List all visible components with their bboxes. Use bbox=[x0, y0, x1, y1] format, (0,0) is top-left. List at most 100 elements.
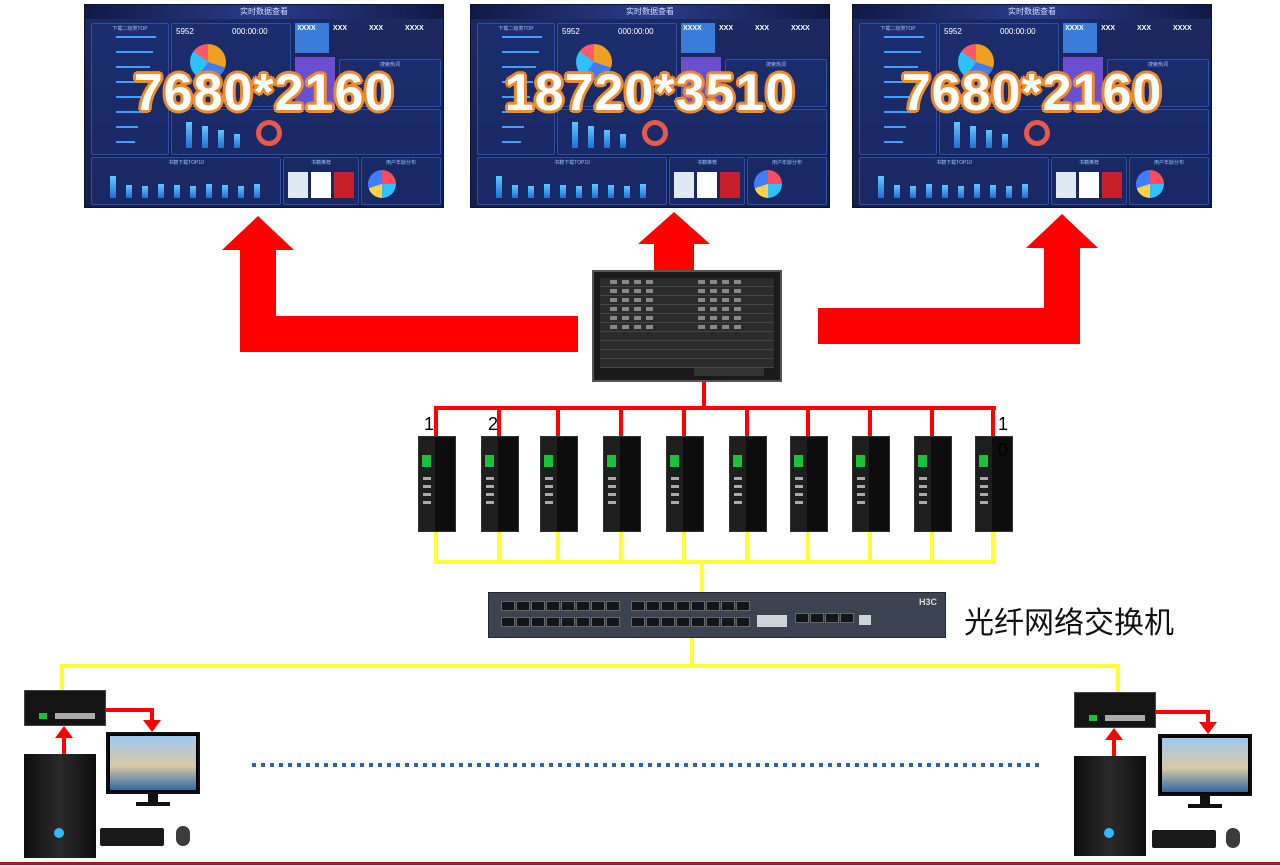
dotted-line-dot bbox=[612, 763, 616, 767]
dotted-line-dot bbox=[927, 763, 931, 767]
dotted-line-dot bbox=[1026, 763, 1030, 767]
encoder-io-port bbox=[608, 493, 616, 496]
rack-port bbox=[722, 289, 729, 293]
left-monitor bbox=[106, 732, 200, 794]
dotted-line-dot bbox=[657, 763, 661, 767]
dotted-line-dot bbox=[747, 763, 751, 767]
encoder-front bbox=[791, 437, 807, 531]
left-monitor-wallpaper bbox=[110, 736, 196, 790]
encoder-front bbox=[667, 437, 683, 531]
dotted-line-dot bbox=[252, 763, 256, 767]
kpi-time: 000:00:00 bbox=[1000, 27, 1036, 36]
dotted-line-dot bbox=[297, 763, 301, 767]
dotted-line-dot bbox=[522, 763, 526, 767]
list-bar bbox=[884, 81, 915, 83]
sfp-port bbox=[561, 601, 575, 611]
panel-title: 书籍下载TOP10 bbox=[936, 160, 972, 166]
rack-port bbox=[610, 307, 617, 311]
chart-bar bbox=[608, 185, 614, 198]
rack-slot bbox=[600, 296, 774, 305]
left-receiver-led bbox=[39, 713, 47, 719]
rack-port bbox=[622, 325, 629, 329]
list-bar bbox=[116, 126, 138, 128]
encoder-fiber-port bbox=[544, 455, 553, 467]
chart-bar bbox=[986, 130, 992, 148]
kpi-tile: XXXX bbox=[791, 25, 810, 32]
dotted-line-dot bbox=[468, 763, 472, 767]
dotted-line-dot bbox=[738, 763, 742, 767]
dotted-line-dot bbox=[684, 763, 688, 767]
chart-bar bbox=[560, 185, 566, 198]
list-bar bbox=[884, 96, 912, 98]
kpi-count: 5952 bbox=[176, 27, 194, 36]
rack-port bbox=[610, 280, 617, 284]
encoder-front bbox=[853, 437, 869, 531]
chart-bar bbox=[990, 185, 996, 198]
encoder-front bbox=[419, 437, 435, 531]
kpi-tile: XXXX bbox=[295, 23, 329, 53]
dotted-line-dot bbox=[504, 763, 508, 767]
rack-port bbox=[710, 298, 717, 302]
sfp-port bbox=[561, 617, 575, 627]
dotted-line-dot bbox=[999, 763, 1003, 767]
panel-book-top10: 书籍下载TOP10 bbox=[477, 157, 667, 205]
rack-port bbox=[610, 316, 617, 320]
chart-bar bbox=[174, 185, 180, 198]
yellow-left-drop bbox=[60, 664, 64, 692]
red-drop-line bbox=[745, 406, 749, 438]
matrix-drop-line bbox=[702, 382, 706, 408]
panel-book-recommend: 书籍推荐 bbox=[283, 157, 359, 205]
right-receiver-led bbox=[1089, 715, 1097, 721]
dotted-line-dot bbox=[846, 763, 850, 767]
yellow-drop-line bbox=[497, 532, 501, 562]
sfp-port bbox=[736, 601, 750, 611]
encoder-io-port bbox=[423, 493, 431, 496]
panel-book-top10: 书籍下载TOP10 bbox=[91, 157, 281, 205]
donut-chart-icon bbox=[958, 44, 994, 80]
dotted-line-dot bbox=[756, 763, 760, 767]
left-arrow-horizontal bbox=[240, 316, 578, 352]
right-receiver-box bbox=[1074, 692, 1156, 728]
encoder-io-port bbox=[795, 493, 803, 496]
rack-port bbox=[722, 325, 729, 329]
sfp-port bbox=[546, 617, 560, 627]
sfp-port bbox=[721, 617, 735, 627]
right-arrow-head-icon bbox=[1026, 214, 1098, 248]
screen-header: 实时数据查看 bbox=[853, 5, 1211, 19]
chart-bar bbox=[942, 185, 948, 198]
rack-port bbox=[722, 307, 729, 311]
dotted-line-dot bbox=[405, 763, 409, 767]
list-bar bbox=[502, 111, 527, 113]
encoder-io-port bbox=[671, 501, 679, 504]
left-arrow-head-icon bbox=[222, 216, 294, 250]
sfp-port bbox=[531, 601, 545, 611]
chart-bar bbox=[592, 184, 598, 198]
list-bar bbox=[884, 126, 906, 128]
left-monitor-arrow-icon bbox=[143, 720, 161, 732]
rack-port bbox=[698, 307, 705, 311]
left-pc-light bbox=[54, 828, 64, 838]
panel-middle bbox=[939, 109, 1209, 155]
panel-book-recommend: 书籍推荐 bbox=[669, 157, 745, 205]
kpi-tile: XXXX bbox=[1173, 25, 1192, 32]
dotted-line-dot bbox=[729, 763, 733, 767]
left-receiver-arrow-icon bbox=[55, 726, 73, 738]
yellow-receiver-bus bbox=[60, 664, 1120, 668]
fiber-encoder-7 bbox=[790, 436, 828, 532]
dotted-line-dot bbox=[873, 763, 877, 767]
chart-bar bbox=[142, 186, 148, 198]
rack-port bbox=[734, 307, 741, 311]
book-cover bbox=[697, 172, 717, 198]
panel-download-top: 下载二级类TOP bbox=[91, 23, 169, 155]
red-drop-line bbox=[434, 406, 438, 438]
chart-bar bbox=[926, 184, 932, 198]
encoder-io-port bbox=[486, 477, 494, 480]
dotted-line-dot bbox=[828, 763, 832, 767]
ring-chart-icon bbox=[256, 120, 282, 146]
list-bar bbox=[116, 96, 144, 98]
left-keyboard bbox=[100, 828, 164, 846]
chart-bar bbox=[158, 184, 164, 198]
